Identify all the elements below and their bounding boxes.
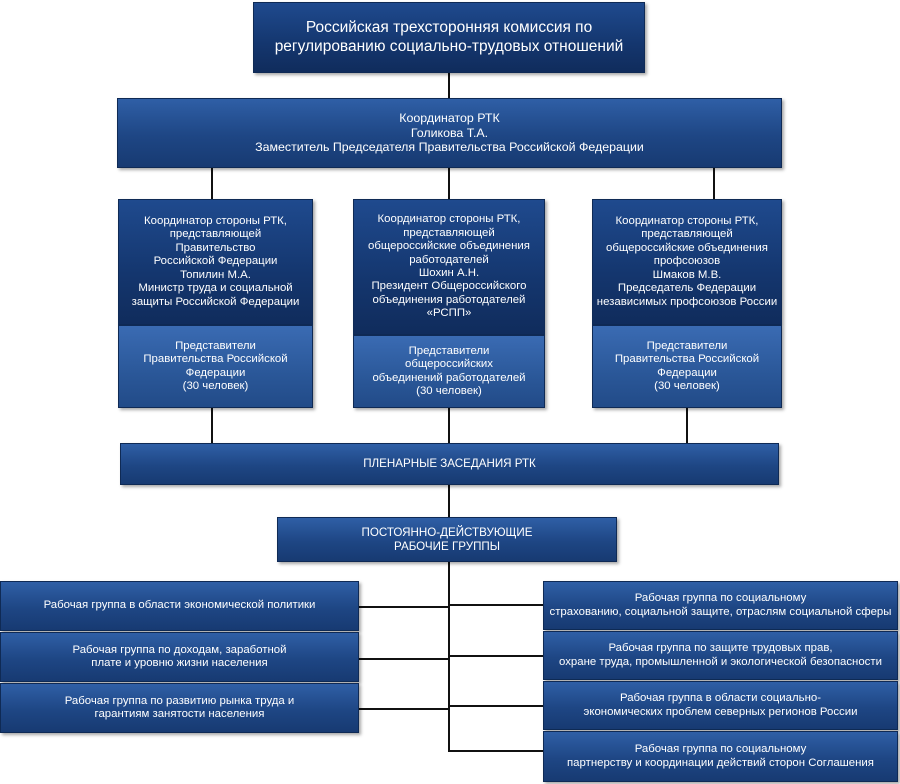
side-coordinator-line: Координатор стороны РТК, bbox=[615, 214, 759, 227]
working-group-line: плате и уровню жизни населения bbox=[91, 657, 268, 669]
side-coordinator-line: общероссийские объединения bbox=[606, 241, 768, 254]
connector-groups-trunk bbox=[448, 562, 450, 752]
representatives-line: Федерации bbox=[657, 366, 717, 379]
side-coordinator-line: представляющей bbox=[403, 226, 495, 239]
side-coordinator-line: представляющей bbox=[169, 228, 262, 241]
side-coordinator-line: Шохин А.Н. bbox=[418, 267, 480, 279]
connector-left-group-1 bbox=[359, 606, 450, 608]
commission-title-line: Российская трехсторонняя комиссия по bbox=[305, 19, 593, 37]
permanent-groups-title-line: ПОСТОЯННО-ДЕЙСТВУЮЩИЕ bbox=[361, 525, 533, 539]
side-government-coordinator-box: Координатор стороны РТК, представляющей … bbox=[118, 199, 313, 325]
working-group-line: Рабочая группа по доходам, заработной bbox=[72, 643, 287, 656]
right-working-group: Рабочая группа по социальному страховани… bbox=[543, 581, 898, 630]
side-coordinator-line: Координатор стороны РТК, bbox=[377, 213, 521, 226]
coordinator-position: Заместитель Председателя Правительства Р… bbox=[255, 140, 644, 155]
representatives-line: (30 человек) bbox=[416, 384, 482, 397]
permanent-groups-title-line: РАБОЧИЕ ГРУППЫ bbox=[394, 539, 500, 553]
left-working-group: Рабочая группа в области экономической п… bbox=[0, 581, 359, 631]
side-unions-representatives-box: Представители Правительства Российской Ф… bbox=[592, 325, 782, 408]
right-working-group: Рабочая группа в области социально- экон… bbox=[543, 681, 898, 730]
representatives-line: Правительства Российской bbox=[614, 353, 760, 366]
side-coordinator-line: защиты Российской Федерации bbox=[131, 295, 300, 308]
commission-title-line: регулированию социально-трудовых отношен… bbox=[274, 37, 624, 55]
connector-right-group-2 bbox=[448, 655, 544, 657]
connector-side-3-plenary bbox=[686, 408, 688, 443]
right-working-group: Рабочая группа по защите трудовых прав, … bbox=[543, 631, 898, 680]
connector-side-2-plenary bbox=[448, 408, 450, 443]
representatives-line: общероссийских bbox=[405, 358, 493, 371]
coordinator-box: Координатор РТК Голикова Т.А. Заместител… bbox=[117, 98, 782, 168]
side-employers-coordinator-box: Координатор стороны РТК, представляющей … bbox=[353, 199, 545, 335]
connector-coordinator-side-3 bbox=[713, 168, 715, 200]
coordinator-title: Координатор РТК bbox=[399, 111, 500, 126]
representatives-line: (30 человек) bbox=[182, 379, 249, 392]
side-coordinator-line: общероссийские объединения bbox=[368, 240, 530, 253]
working-group-line: Рабочая группа в области социально- bbox=[619, 692, 822, 705]
connector-coordinator-side-1 bbox=[211, 168, 213, 200]
coordinator-name: Голикова Т.А. bbox=[410, 125, 489, 140]
side-coordinator-line: Российской Федерации bbox=[153, 255, 278, 268]
side-coordinator-line: «РСПП» bbox=[426, 307, 472, 320]
side-coordinator-line: независимых профсоюзов России bbox=[596, 295, 778, 308]
working-group-line: Рабочая группа по защите трудовых прав, bbox=[608, 642, 833, 655]
left-working-group: Рабочая группа по доходам, заработной пл… bbox=[0, 632, 359, 682]
working-group-line: Рабочая группа по развитию рынка труда и bbox=[64, 694, 295, 707]
side-coordinator-line: Президент Общероссийского bbox=[371, 280, 527, 293]
connector-side-1-plenary bbox=[211, 408, 213, 443]
connector-right-group-3 bbox=[448, 705, 544, 707]
permanent-groups-box: ПОСТОЯННО-ДЕЙСТВУЮЩИЕ РАБОЧИЕ ГРУППЫ bbox=[277, 517, 617, 562]
connector-commission-coordinator bbox=[448, 73, 450, 98]
representatives-line: Представители bbox=[408, 344, 490, 357]
side-coordinator-line: Координатор стороны РТК, bbox=[144, 214, 287, 227]
working-group-line: страхованию, социальной защите, отраслям… bbox=[549, 605, 892, 618]
side-coordinator-line: профсоюзов bbox=[653, 255, 721, 268]
side-unions-coordinator-box: Координатор стороны РТК, представляющей … bbox=[592, 199, 782, 325]
side-coordinator-line: Шмаков М.В. bbox=[652, 268, 722, 281]
side-coordinator-line: работодателей bbox=[409, 253, 489, 266]
working-group-line: гарантиям занятости населения bbox=[94, 708, 265, 720]
representatives-line: Представители bbox=[175, 339, 256, 352]
plenary-box: ПЛЕНАРНЫЕ ЗАСЕДАНИЯ РТК bbox=[120, 443, 779, 485]
working-group-line: Рабочая группа в области экономической п… bbox=[43, 599, 316, 612]
representatives-line: Представители bbox=[646, 339, 728, 352]
working-group-line: охране труда, промышленной и экологическ… bbox=[559, 655, 882, 668]
side-coordinator-line: Топилин М.А. bbox=[180, 268, 251, 281]
representatives-line: (30 человек) bbox=[654, 379, 720, 392]
side-government-representatives-box: Представители Правительства Российской Ф… bbox=[118, 325, 313, 408]
working-group-line: Рабочая группа по социальному bbox=[634, 592, 807, 605]
representatives-line: объединений работодателей bbox=[372, 371, 526, 384]
side-coordinator-line: Министр труда и социальной bbox=[138, 282, 293, 295]
side-coordinator-line: объединения работодателей bbox=[372, 293, 526, 306]
left-working-group: Рабочая группа по развитию рынка труда и… bbox=[0, 683, 359, 733]
working-group-line: партнерству и координации действий сторо… bbox=[567, 756, 874, 769]
connector-coordinator-side-2 bbox=[448, 168, 450, 200]
connector-left-group-3 bbox=[359, 708, 450, 710]
connector-plenary-groups bbox=[448, 485, 450, 518]
connector-right-group-1 bbox=[448, 604, 544, 606]
side-coordinator-line: Правительство bbox=[175, 241, 256, 254]
working-group-line: Рабочая группа по социальному bbox=[634, 743, 807, 756]
side-coordinator-line: Председатель Федерации bbox=[617, 282, 757, 295]
side-employers-representatives-box: Представители общероссийских объединений… bbox=[353, 335, 545, 408]
working-group-line: экономических проблем северных регионов … bbox=[583, 705, 858, 718]
right-working-group: Рабочая группа по социальному партнерств… bbox=[543, 731, 898, 782]
representatives-line: Правительства Российской bbox=[143, 353, 288, 366]
commission-box: Российская трехсторонняя комиссия по рег… bbox=[253, 2, 645, 73]
representatives-line: Федерации bbox=[185, 366, 246, 379]
side-coordinator-line: представляющей bbox=[641, 228, 733, 241]
connector-right-group-4 bbox=[448, 750, 544, 752]
connector-left-group-2 bbox=[359, 658, 450, 660]
plenary-title: ПЛЕНАРНЫЕ ЗАСЕДАНИЯ РТК bbox=[363, 457, 536, 471]
